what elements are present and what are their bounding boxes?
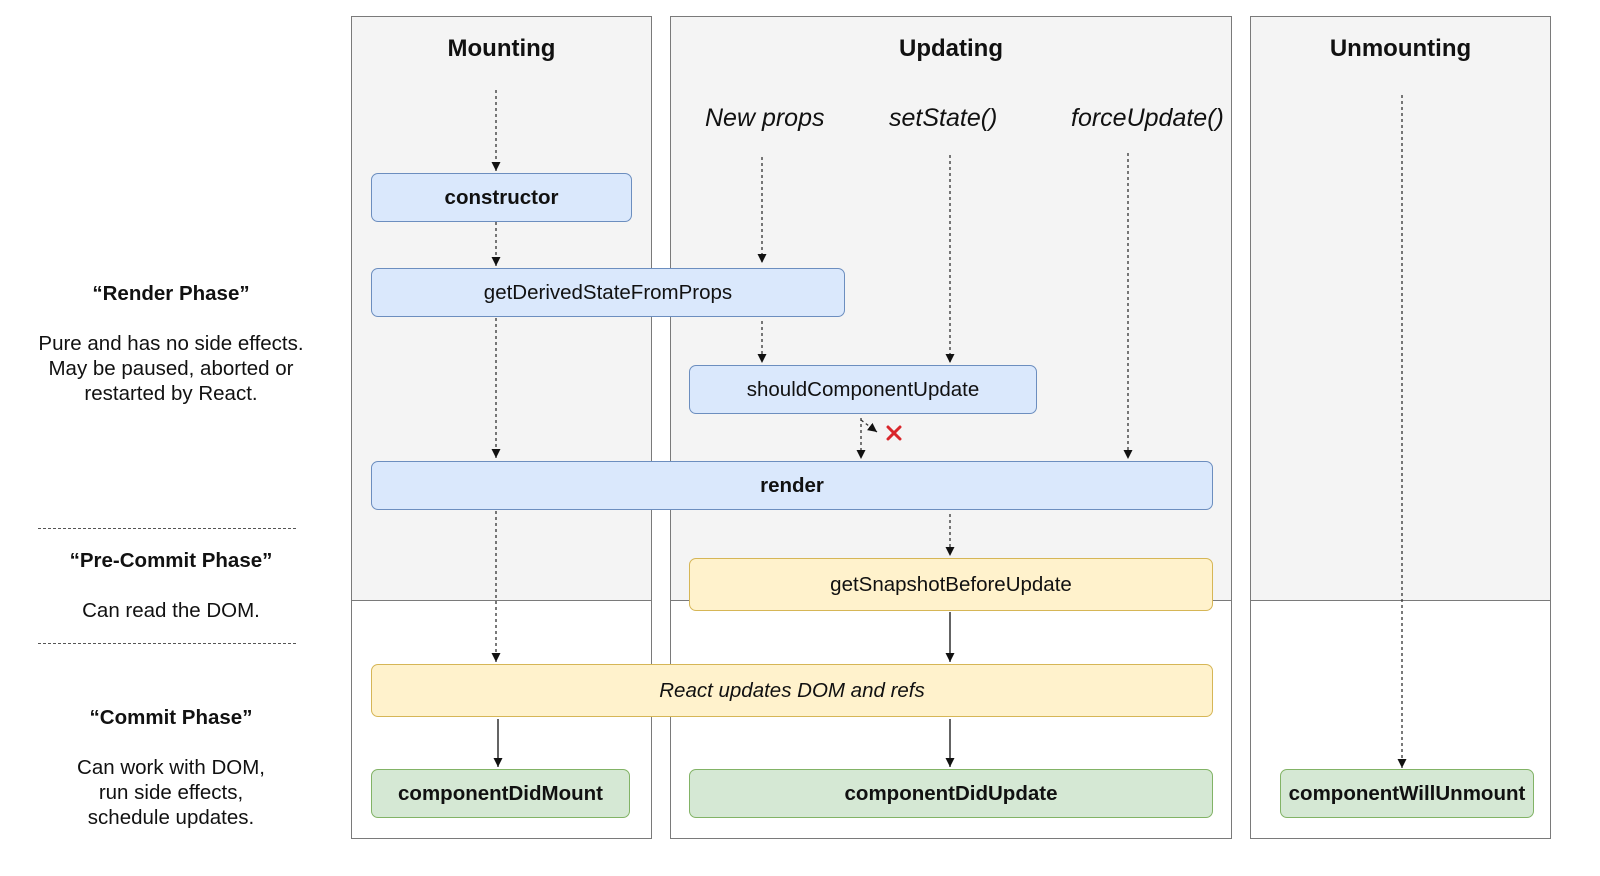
- trigger-new-props: New props: [705, 104, 825, 132]
- trigger-set-state: setState(): [889, 104, 998, 132]
- trigger-force-update: forceUpdate(): [1071, 104, 1224, 132]
- commit-phase-line: Can work with DOM,: [77, 756, 265, 779]
- column-divider: [352, 600, 651, 601]
- commit-phase-title: “Commit Phase”: [89, 706, 253, 729]
- get-snapshot-before-update-box: getSnapshotBeforeUpdate: [689, 558, 1213, 611]
- commit-phase-description: “Commit Phase” Can work with DOM, run si…: [16, 705, 326, 830]
- render-phase-line: May be paused, aborted or: [48, 357, 294, 380]
- pre-commit-phase-title: “Pre-Commit Phase”: [69, 549, 273, 572]
- unmounting-title: Unmounting: [1329, 35, 1472, 62]
- commit-phase-line: schedule updates.: [87, 806, 255, 829]
- render-phase-line: Pure and has no side effects.: [38, 332, 304, 355]
- component-did-mount-box: componentDidMount: [371, 769, 630, 818]
- render-phase-line: restarted by React.: [84, 382, 258, 405]
- phase-divider: [38, 643, 296, 644]
- unmounting-column: Unmounting: [1250, 16, 1551, 839]
- mounting-title: Mounting: [447, 35, 556, 62]
- updating-title: Updating: [899, 35, 1003, 62]
- render-phase-description: “Render Phase” Pure and has no side effe…: [16, 281, 326, 406]
- component-will-unmount-box: componentWillUnmount: [1280, 769, 1534, 818]
- render-phase-title: “Render Phase”: [92, 282, 250, 305]
- get-derived-state-from-props-box: getDerivedStateFromProps: [371, 268, 845, 317]
- pre-commit-phase-line: Can read the DOM.: [82, 599, 260, 622]
- component-did-update-box: componentDidUpdate: [689, 769, 1213, 818]
- react-updates-dom-box: React updates DOM and refs: [371, 664, 1213, 717]
- pre-commit-phase-description: “Pre-Commit Phase” Can read the DOM.: [16, 548, 326, 623]
- phase-divider: [38, 528, 296, 529]
- column-divider: [1251, 600, 1550, 601]
- commit-phase-line: run side effects,: [98, 781, 244, 804]
- render-box: render: [371, 461, 1213, 510]
- close-icon: [886, 425, 902, 441]
- should-component-update-box: shouldComponentUpdate: [689, 365, 1037, 414]
- constructor-box: constructor: [371, 173, 632, 222]
